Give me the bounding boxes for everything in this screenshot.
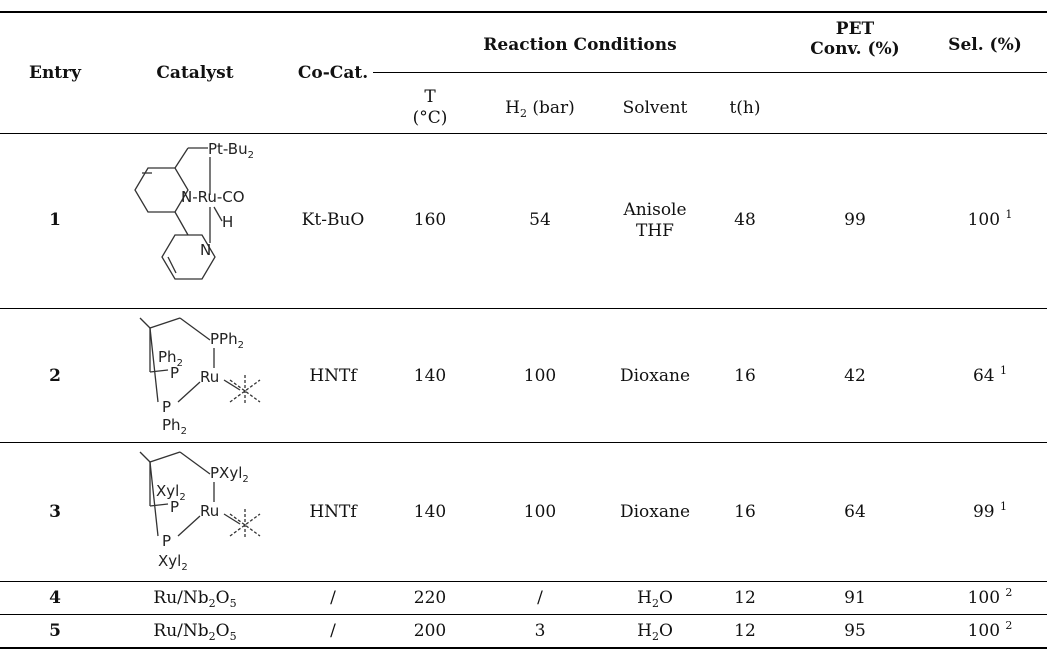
header-h2: H2 (bar)	[505, 98, 575, 120]
row-rule-1	[0, 308, 1047, 309]
header-bottom-rule	[0, 133, 1047, 134]
header-sel: Sel. (%)	[948, 35, 1022, 55]
s1-n2-label: N	[200, 241, 211, 259]
header-entry: Entry	[28, 63, 81, 83]
s3-xyl-low: Xyl2	[158, 552, 188, 573]
row4-time: 12	[734, 588, 756, 608]
row3-temp: 140	[413, 502, 447, 522]
row2-h2: 100	[523, 366, 557, 386]
row3-solvent: Dioxane	[619, 502, 691, 522]
header-reaction-conditions: Reaction Conditions	[483, 35, 677, 55]
row4-h2: /	[537, 588, 543, 608]
row4-entry: 4	[49, 588, 61, 608]
s1-n-ru-co: N-Ru-CO	[181, 188, 245, 206]
s3-xyl-left: Xyl2	[156, 482, 186, 503]
row2-sel: 64 1	[972, 364, 1008, 386]
row3-conv: 64	[844, 502, 866, 522]
s2-ru: Ru	[200, 368, 219, 386]
s2-ph2-left: Ph2	[158, 348, 183, 369]
s2-pph2-top: PPh2	[210, 330, 244, 351]
row2-time: 16	[734, 366, 756, 386]
catalyst-structure-3: PXyl2 Xyl2 P Ru P Xyl2	[139, 451, 261, 573]
row4-sel: 100 2	[967, 586, 1013, 608]
header-temp-unit: (°C)	[412, 108, 448, 128]
conditions-underline	[373, 72, 1047, 73]
row4-catalyst: Ru/Nb2O5	[153, 588, 237, 610]
s1-p-label: Pt-Bu2	[208, 140, 254, 161]
row5-conv: 95	[844, 621, 866, 641]
row4-temp: 220	[413, 588, 447, 608]
row5-catalyst: Ru/Nb2O5	[153, 621, 237, 643]
row2-entry: 2	[49, 366, 61, 386]
s3-pxyl-top: PXyl2	[210, 464, 249, 485]
row-rule-3	[0, 581, 1047, 582]
row1-h2: 54	[529, 210, 551, 230]
row1-time: 48	[734, 210, 756, 230]
row1-entry: 1	[49, 210, 61, 230]
catalyst-structure-1: Pt-Bu2 N-Ru-CO H N	[134, 140, 254, 280]
s2-ph2-low: Ph2	[162, 416, 187, 437]
table-bottom-rule	[0, 647, 1047, 649]
row3-cocat: HNTf	[309, 502, 357, 522]
row1-cocat: Kt-BuO	[301, 210, 365, 230]
header-temp-label: T	[424, 87, 436, 107]
header-solvent: Solvent	[622, 98, 688, 118]
row1-solvent-b: THF	[636, 221, 674, 241]
row5-cocat: /	[330, 621, 336, 641]
row3-entry: 3	[49, 502, 61, 522]
row1-solvent-a: Anisole	[623, 200, 687, 220]
row2-conv: 42	[844, 366, 866, 386]
row2-solvent: Dioxane	[619, 366, 691, 386]
row-rule-2	[0, 442, 1047, 443]
s3-ru: Ru	[200, 502, 219, 520]
s1-h-label: H	[222, 213, 233, 231]
catalyst-structure-2: PPh2 Ph2 P Ru P Ph2	[139, 317, 261, 437]
row1-sel: 100 1	[967, 208, 1013, 230]
row5-h2: 3	[534, 621, 546, 641]
row5-time: 12	[734, 621, 756, 641]
row2-cocat: HNTf	[309, 366, 357, 386]
s3-p-mid: P	[170, 498, 179, 516]
header-pet-line2: Conv. (%)	[810, 39, 900, 59]
row5-solvent: H2O	[637, 621, 673, 643]
row5-temp: 200	[413, 621, 447, 641]
header-cocat: Co-Cat.	[297, 63, 369, 83]
table-top-rule	[0, 11, 1047, 13]
row3-h2: 100	[523, 502, 557, 522]
header-time: t(h)	[729, 98, 761, 118]
s3-p-low: P	[162, 532, 171, 550]
row1-conv: 99	[844, 210, 866, 230]
row3-time: 16	[734, 502, 756, 522]
row3-sel: 99 1	[972, 500, 1008, 522]
s2-p-low: P	[162, 398, 171, 416]
row-rule-4	[0, 614, 1047, 615]
header-pet-line1: PET	[835, 19, 875, 39]
row5-sel: 100 2	[967, 619, 1013, 641]
row4-solvent: H2O	[637, 588, 673, 610]
row2-temp: 140	[413, 366, 447, 386]
s2-p-mid: P	[170, 364, 179, 382]
row4-cocat: /	[330, 588, 336, 608]
row5-entry: 5	[49, 621, 61, 641]
row4-conv: 91	[844, 588, 866, 608]
row1-temp: 160	[413, 210, 447, 230]
header-catalyst: Catalyst	[156, 63, 234, 83]
